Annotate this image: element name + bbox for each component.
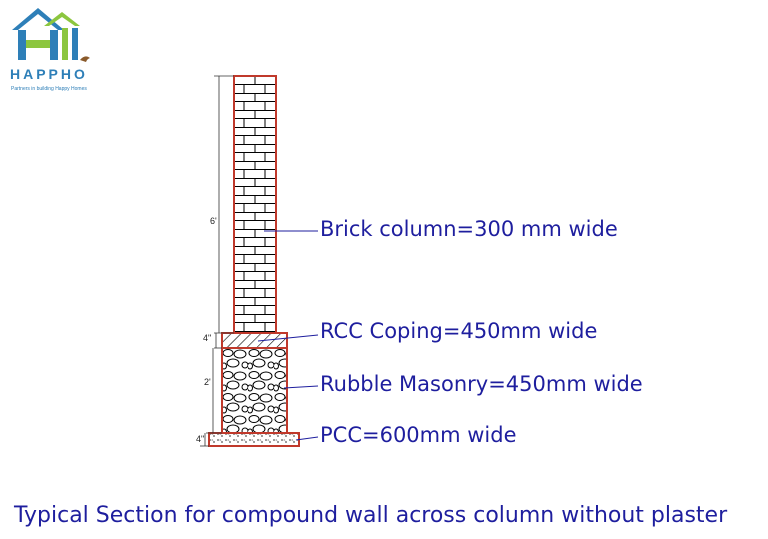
label-pcc: PCC=600mm wide [320,423,517,447]
label-brick-column: Brick column=300 mm wide [320,217,618,241]
house-logo-icon [12,8,90,62]
dim-brick-height: 6' [210,216,217,226]
dim-coping-height: 4" [203,333,212,343]
pcc-bed [208,432,300,447]
label-rubble-masonry: Rubble Masonry=450mm wide [320,372,643,396]
label-rcc-coping: RCC Coping=450mm wide [320,319,598,343]
brick-column [233,75,277,334]
figure-caption: Typical Section for compound wall across… [14,503,728,528]
rubble-masonry [221,347,288,434]
dimension-lines [200,75,234,447]
happho-logo: HAPPHO Partners in building Happy Homes [4,2,96,94]
logo-wordmark: HAPPHO [10,66,88,82]
dim-pcc-height: 4" [196,434,205,444]
dim-rubble-height: 2' [204,377,211,387]
logo-tagline: Partners in building Happy Homes [11,86,87,92]
leader-lines [257,230,319,441]
rcc-coping [221,332,288,349]
